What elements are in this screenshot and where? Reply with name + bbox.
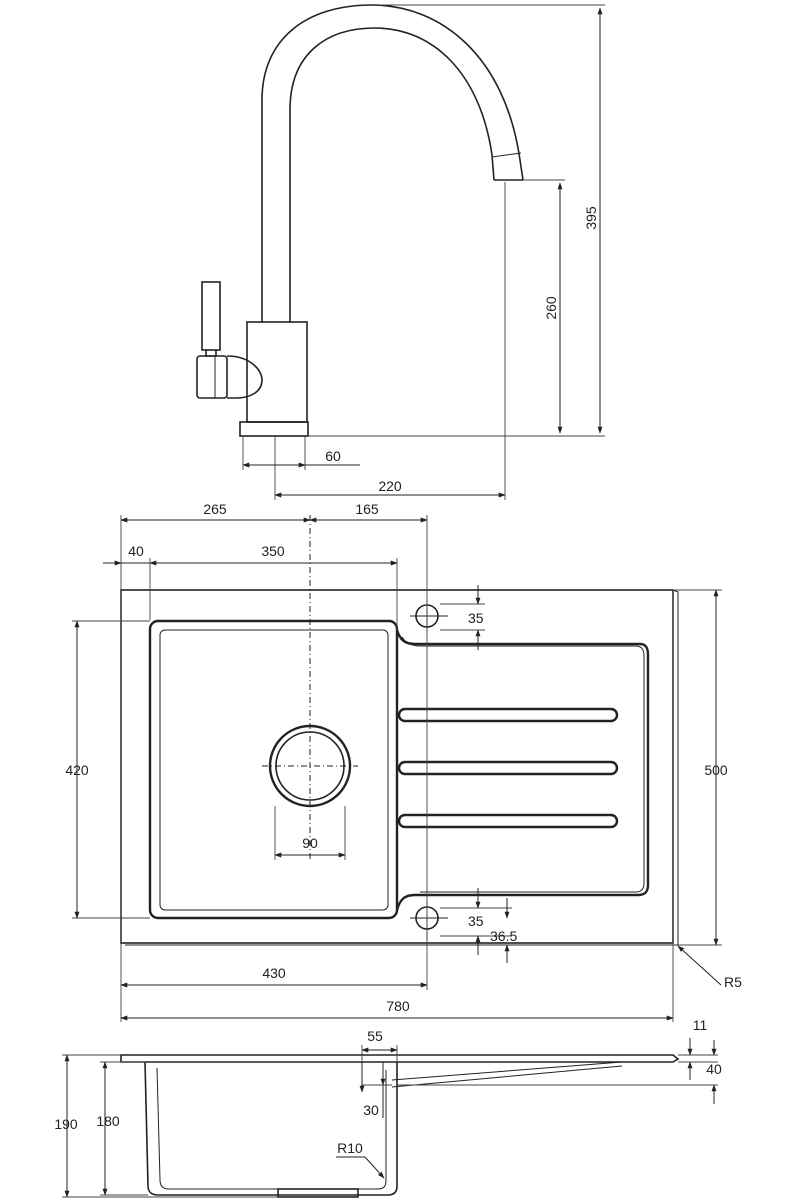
faucet-spout xyxy=(261,4,524,322)
dim-bowl-length: 420 xyxy=(65,762,89,778)
dim-tap-to-edge: 430 xyxy=(262,965,286,981)
drainer-board xyxy=(395,629,650,911)
dim-tap-from-bottom: 35 xyxy=(468,913,484,929)
dim-tap-to-drain: 265 xyxy=(203,501,227,517)
dim-bowl-depth: 180 xyxy=(96,1113,120,1129)
dim-bowl-width: 350 xyxy=(261,543,285,559)
drainer-rib xyxy=(397,813,619,829)
sink-plan-view: 265 165 40 350 35 420 500 90 35 36.5 R5 xyxy=(65,501,742,1022)
dim-spout-height: 260 xyxy=(543,296,559,320)
dim-spout-reach: 220 xyxy=(378,478,402,494)
dim-drain-diameter: 90 xyxy=(302,835,318,851)
dim-total-depth: 190 xyxy=(54,1116,78,1132)
dim-edge-to-bowl: 40 xyxy=(128,543,144,559)
faucet-handle xyxy=(201,281,221,351)
dim-corner-radius: R5 xyxy=(724,974,742,990)
sink-section-view: 55 30 11 40 190 180 R10 xyxy=(54,1017,722,1198)
bowl-section xyxy=(144,1061,398,1196)
dim-bottom-edge-offset: 36.5 xyxy=(490,928,517,944)
dim-overall-width: 780 xyxy=(386,998,410,1014)
faucet-base xyxy=(239,421,309,437)
dim-base-diameter: 60 xyxy=(325,448,341,464)
faucet-elevation-view: 395 260 60 220 xyxy=(196,4,605,500)
dim-faucet-height: 395 xyxy=(583,206,599,230)
dim-inner-radius: R10 xyxy=(337,1140,363,1156)
dim-overall-depth: 500 xyxy=(704,762,728,778)
dim-rim-thickness: 11 xyxy=(693,1017,708,1033)
dim-tap-hole-offset: 165 xyxy=(355,501,379,517)
dim-step-depth: 30 xyxy=(363,1102,379,1118)
sink-rim xyxy=(120,1054,680,1063)
drainer-rib xyxy=(397,707,619,723)
faucet-body xyxy=(246,321,308,423)
dim-tap-from-top: 35 xyxy=(468,610,484,626)
drainer-rib xyxy=(397,760,619,776)
dim-drain-offset: 55 xyxy=(367,1028,383,1044)
bowl xyxy=(148,619,399,920)
dim-drainer-depth: 40 xyxy=(706,1061,722,1077)
